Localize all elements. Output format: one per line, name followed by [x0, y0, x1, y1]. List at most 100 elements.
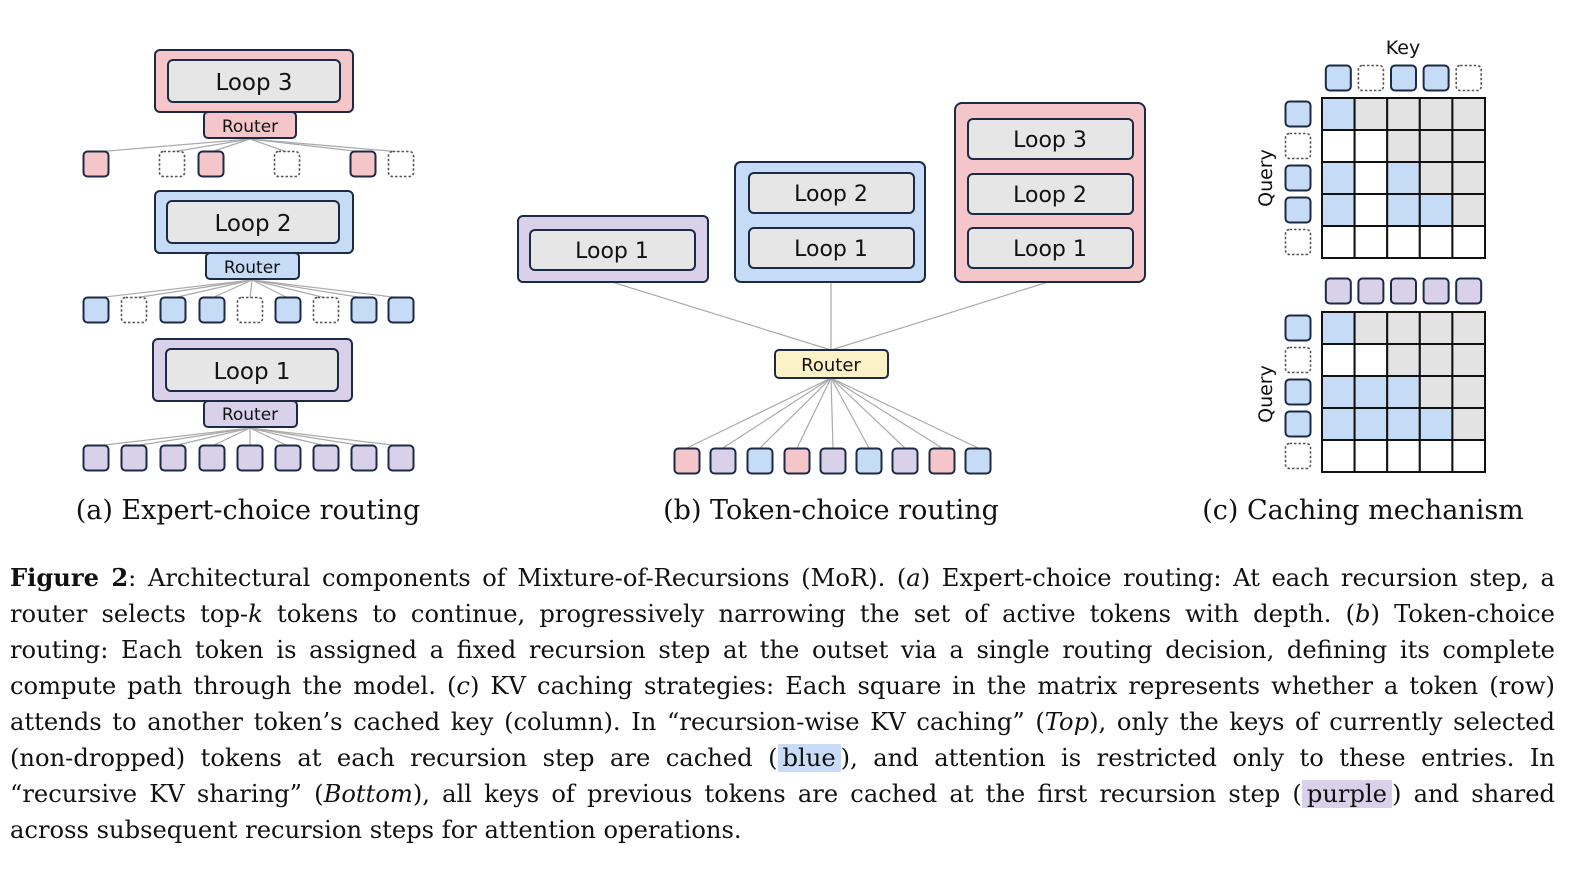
token-blue	[274, 296, 302, 324]
stack3-loop1-label: Loop 1	[1013, 237, 1087, 262]
router-purple	[203, 400, 298, 428]
token-pink	[783, 447, 811, 475]
loop3-box	[167, 59, 341, 103]
link-line	[830, 377, 979, 449]
link-line	[830, 377, 834, 449]
token-purple	[387, 444, 415, 472]
matrix-cell-blue	[1386, 407, 1421, 441]
matrix-cell-blue	[1353, 407, 1389, 441]
link-line	[133, 427, 251, 447]
token-pink	[82, 150, 110, 178]
token-blue	[855, 447, 883, 475]
caption-italic-bottom: Bottom	[323, 780, 413, 808]
link-line	[211, 279, 253, 299]
token-blue	[964, 447, 992, 475]
matrix-cell-gray	[1418, 375, 1454, 409]
key-token-blue	[1390, 64, 1417, 92]
panel-c-caption: (c) Caching mechanism	[1202, 495, 1524, 526]
matrix-cell-white	[1321, 439, 1356, 473]
link-line	[249, 427, 402, 447]
stack1-loop1-label: Loop 1	[575, 239, 649, 264]
token-blue	[387, 296, 415, 324]
matrix-cell-gray	[1451, 407, 1487, 441]
link-line	[611, 281, 832, 351]
query-token-dashed	[1284, 132, 1312, 160]
key-token-dashed	[1455, 64, 1482, 92]
token-purple	[236, 444, 264, 472]
token-dashed	[273, 150, 301, 178]
stack3-loop3-label: Loop 3	[1013, 128, 1087, 153]
caption-italic-b: b	[1355, 600, 1371, 628]
matrix-cell-blue	[1321, 407, 1356, 441]
figure-word: Figure	[10, 563, 99, 592]
matrix-cell-gray	[1451, 311, 1487, 345]
matrix-cell-blue	[1321, 311, 1356, 345]
link-line	[249, 138, 402, 153]
stack2-loop2-label: Loop 2	[794, 182, 868, 207]
panel-b-tokens	[673, 447, 992, 475]
stack1-loop1-box	[529, 229, 696, 271]
token-purple	[350, 444, 378, 472]
token-blue	[159, 296, 187, 324]
matrix-cell-gray	[1451, 161, 1487, 195]
matrix-cell-gray	[1418, 97, 1454, 131]
matrix-cell-white	[1321, 129, 1356, 163]
link-line	[249, 427, 289, 447]
panel-b: Loop 1 Loop 2 Loop 1 Loop 3 Loop 2 Loop …	[517, 102, 1146, 526]
token-blue	[82, 296, 110, 324]
link-line	[249, 138, 288, 153]
key-token-purple	[1455, 277, 1483, 305]
link-line	[251, 279, 327, 299]
blue-highlight: blue	[777, 744, 841, 772]
panel-c: Key Query Query (c) Caching mechanism	[1202, 37, 1524, 526]
matrix-cell-blue	[1386, 193, 1421, 227]
panel-a-tokens	[82, 150, 415, 472]
matrix-cell-blue	[1321, 375, 1356, 409]
token-purple	[120, 444, 148, 472]
panel-a: Loop 3 Router Loop 2 Router Loop 1 Route…	[76, 49, 420, 526]
stack2-loop1-box	[748, 227, 915, 269]
matrix-cell-white	[1353, 439, 1389, 473]
query-axis-label-bottom: Query	[1255, 365, 1277, 423]
caption-text-2: ) Expert-choice routing: At each recursi…	[10, 564, 1555, 628]
token-pink	[349, 150, 377, 178]
matrix-cell-gray	[1418, 161, 1454, 195]
router-yellow-label: Router	[801, 355, 861, 376]
router-pink-label: Router	[222, 117, 278, 137]
matrix-cell-blue	[1386, 375, 1421, 409]
matrix-cell-white	[1353, 343, 1389, 377]
link-line	[95, 138, 251, 153]
matrix-cell-gray	[1353, 97, 1389, 131]
loop1-box	[165, 348, 339, 392]
matrix-cell-gray	[1451, 343, 1487, 377]
caption-italic-a: a	[906, 564, 921, 592]
matrix-cell-gray	[1418, 343, 1454, 377]
token-purple	[274, 444, 302, 472]
link-line	[171, 138, 251, 153]
router-pink	[203, 111, 297, 139]
matrix-cell-white	[1418, 225, 1454, 259]
token-blue	[350, 296, 378, 324]
link-line	[95, 279, 253, 299]
link-line	[759, 377, 832, 449]
matrix-cell-gray	[1418, 311, 1454, 345]
matrix-cell-blue	[1353, 375, 1389, 409]
matrix-cell-gray	[1451, 129, 1487, 163]
query-token-blue	[1284, 164, 1312, 192]
matrix-cell-white	[1353, 129, 1389, 163]
token-blue	[198, 296, 226, 324]
caption-italic-k: k	[248, 600, 263, 628]
token-purple	[82, 444, 110, 472]
caption-text-8: ), all keys of previous tokens are cache…	[412, 780, 1302, 808]
router-yellow	[774, 349, 889, 379]
matrix-cell-gray	[1451, 97, 1487, 131]
matrix-cell-gray	[1353, 311, 1389, 345]
query-token-blue	[1284, 196, 1312, 224]
matrix-cell-gray	[1451, 193, 1487, 227]
matrix-cell-white	[1386, 225, 1421, 259]
link-line	[796, 377, 832, 449]
purple-highlight: purple	[1301, 780, 1393, 808]
query-token-dashed	[1284, 346, 1312, 374]
key-token-blue	[1324, 64, 1352, 92]
key-token-dashed	[1357, 64, 1385, 92]
